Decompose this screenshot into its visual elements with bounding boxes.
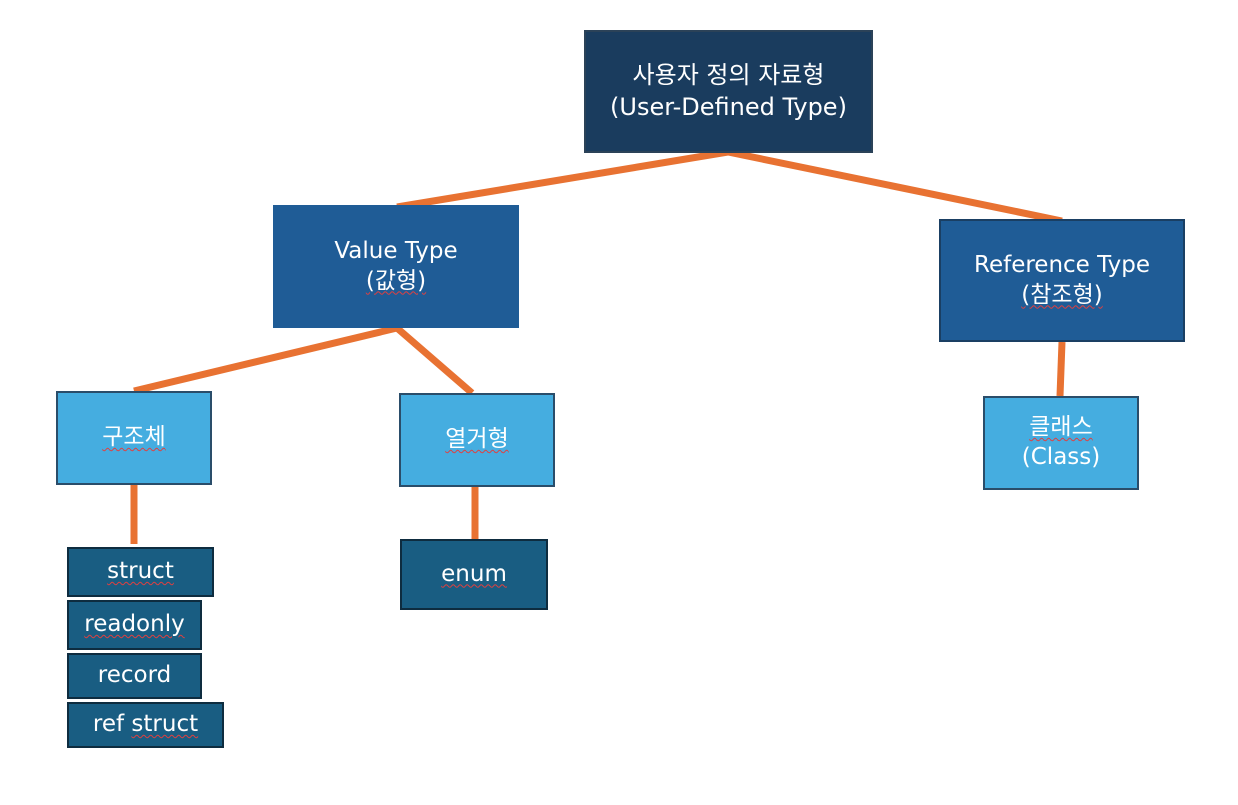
enum-group-node: 열거형	[399, 393, 555, 487]
struct-item-label: record	[97, 662, 172, 689]
struct-item-ref-struct: ref struct	[67, 702, 224, 748]
enum-group-label: 열거형	[445, 426, 509, 453]
struct-keyword: struct	[131, 711, 199, 738]
struct-group-node: 구조체	[56, 391, 212, 485]
connector-reference-to-class	[1056, 341, 1066, 397]
value-type-subtitle: (값형)	[365, 267, 427, 294]
connector-root-to-value	[396, 148, 729, 211]
class-group-title: 클래스	[1029, 414, 1093, 441]
struct-item-label: readonly	[84, 611, 185, 638]
value-type-title: Value Type	[334, 237, 458, 264]
enum-item-enum: enum	[400, 539, 548, 610]
class-group-node: 클래스 (Class)	[983, 396, 1139, 490]
reference-type-subtitle: (참조형)	[1021, 281, 1103, 308]
struct-item-label: ref struct	[93, 710, 198, 740]
ref-keyword: ref	[92, 711, 132, 738]
reference-type-title: Reference Type	[974, 251, 1150, 278]
root-subtitle: (User-Defined Type)	[610, 92, 847, 121]
value-type-node: Value Type (값형)	[273, 205, 519, 328]
reference-type-node: Reference Type (참조형)	[939, 219, 1185, 342]
struct-item-label: struct	[107, 558, 174, 585]
struct-item-record: record	[67, 653, 202, 699]
enum-item-label: enum	[441, 560, 507, 587]
struct-group-label: 구조체	[102, 424, 166, 451]
connector-root-to-reference	[727, 148, 1063, 225]
struct-item-struct: struct	[67, 547, 214, 597]
connector-value-to-struct	[133, 324, 398, 395]
root-node: 사용자 정의 자료형 (User-Defined Type)	[584, 30, 873, 153]
root-title: 사용자 정의 자료형	[632, 61, 825, 90]
struct-item-readonly: readonly	[67, 600, 202, 650]
class-group-subtitle: (Class)	[1021, 444, 1101, 470]
connector-value-to-enum	[394, 325, 475, 396]
